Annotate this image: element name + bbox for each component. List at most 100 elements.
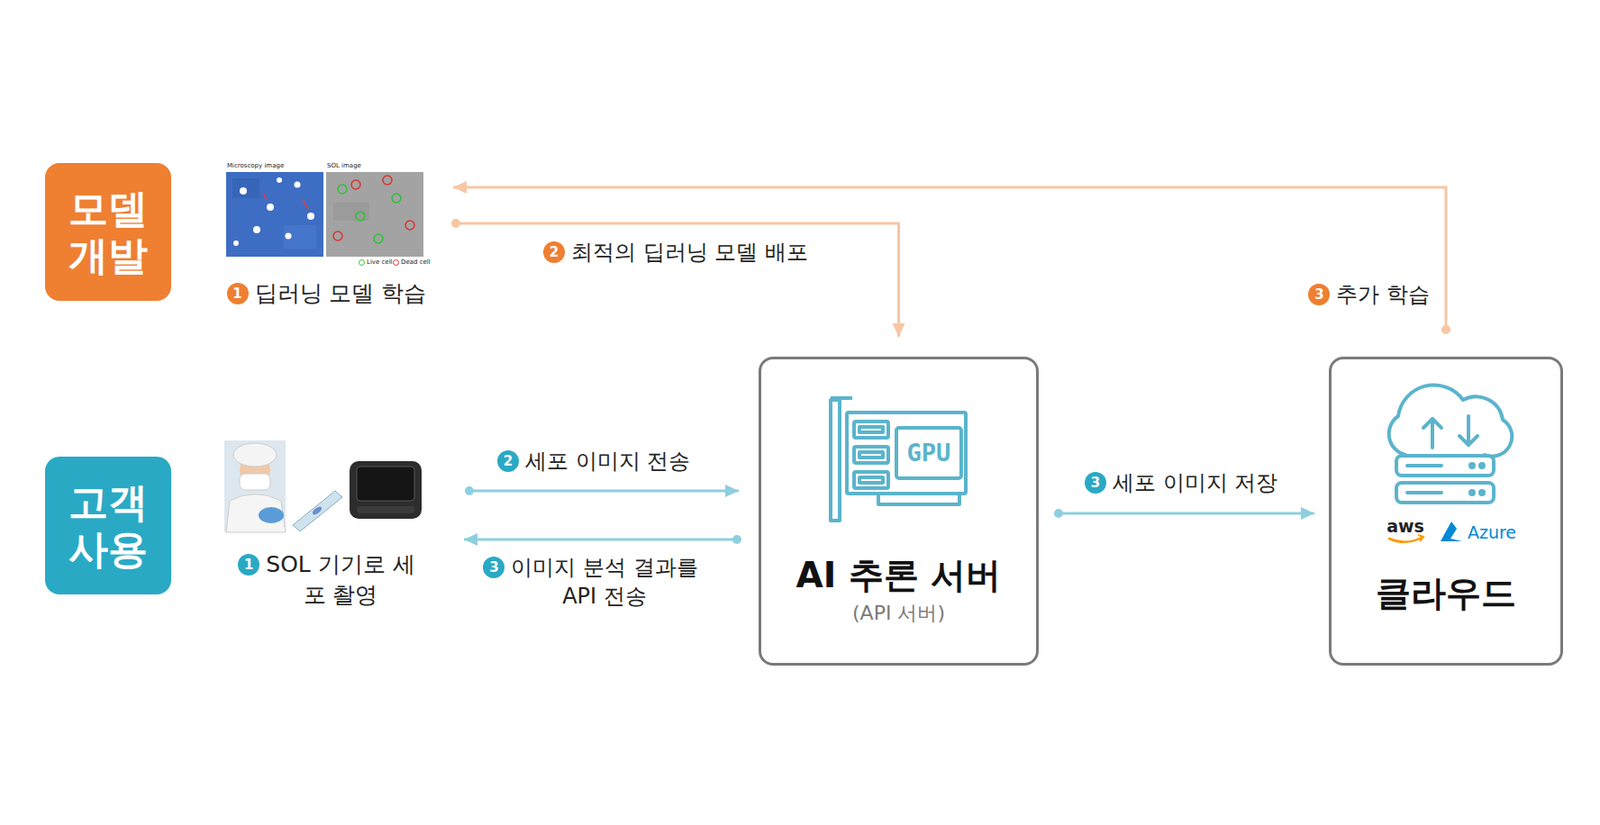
connector bbox=[463, 535, 742, 545]
cloud-icon bbox=[1466, 416, 1471, 446]
connector-line bbox=[453, 187, 1446, 330]
microscopy-image bbox=[285, 233, 292, 240]
node-text: SOL 기기로 세포 촬영 bbox=[263, 549, 418, 611]
gpu-card-icon bbox=[859, 427, 883, 433]
microscopy-image bbox=[253, 226, 261, 234]
sol-device bbox=[349, 461, 422, 519]
vendor-logos bbox=[1418, 535, 1424, 542]
callout-number: 2 bbox=[497, 450, 519, 473]
legend-item: Live cell bbox=[358, 258, 393, 267]
legend-item: Dead cell bbox=[392, 258, 431, 267]
section-tag: 모델 개발 bbox=[45, 163, 172, 301]
cloud-icon bbox=[1423, 418, 1442, 428]
sol-image bbox=[351, 180, 361, 190]
illustration-node: 딥러닝 모델 학습 bbox=[216, 158, 442, 314]
customer-photo bbox=[233, 443, 277, 467]
edge-label: 이미지 분석 결과를 API 전송 bbox=[489, 553, 720, 611]
connector-start-dot bbox=[732, 535, 742, 545]
edge-label: 세포 이미지 전송 bbox=[522, 446, 693, 476]
cloud-icon bbox=[1396, 482, 1494, 503]
microscopy-image bbox=[294, 181, 301, 189]
image-title: SOL image bbox=[327, 163, 362, 171]
cloud-icon bbox=[1389, 384, 1513, 503]
gpu-card-icon bbox=[846, 412, 966, 494]
cloud-icon bbox=[1470, 463, 1474, 468]
legend-text: Live cell bbox=[366, 258, 393, 267]
cloud-icon bbox=[1470, 490, 1474, 495]
connector-line bbox=[469, 490, 739, 493]
node-text: 모델 개발 bbox=[57, 185, 159, 280]
logo-text: Azure bbox=[1467, 523, 1517, 543]
callout-number: 2 bbox=[543, 241, 565, 264]
cloud-icon bbox=[1407, 490, 1442, 495]
connector bbox=[1054, 509, 1315, 519]
server-box: AI 추론 서버(API 서버) bbox=[758, 356, 1039, 666]
customer-photo bbox=[258, 507, 284, 524]
connector-line bbox=[463, 538, 737, 542]
sol-image bbox=[326, 172, 424, 257]
node-text: 클라우드 bbox=[1375, 572, 1517, 615]
logo-text: aws bbox=[1386, 517, 1425, 537]
cloud-icon bbox=[1459, 436, 1478, 446]
cloud-icon bbox=[1430, 418, 1435, 448]
edge-label: 세포 이미지 저장 bbox=[1109, 468, 1281, 498]
sol-image bbox=[373, 234, 383, 244]
sol-device bbox=[356, 506, 415, 514]
microscopy-image bbox=[226, 172, 324, 257]
edge-label: 최적의 딥러닝 모델 배포 bbox=[568, 237, 811, 267]
connector-start-dot bbox=[464, 486, 474, 496]
callout-number: 3 bbox=[1308, 283, 1330, 306]
connector-start-dot bbox=[1054, 509, 1064, 519]
cloud-icon bbox=[1389, 384, 1513, 456]
connector-start-dot bbox=[1441, 325, 1451, 335]
gpu-card-icon bbox=[854, 421, 889, 438]
sol-image bbox=[355, 211, 365, 221]
gpu-card-icon bbox=[854, 472, 889, 489]
node-text: 딥러닝 모델 학습 bbox=[254, 279, 428, 309]
connector-line bbox=[1058, 512, 1315, 516]
glass-slide bbox=[292, 490, 343, 532]
sol-device bbox=[356, 466, 415, 501]
legend-swatch bbox=[358, 259, 365, 266]
microscopy-image bbox=[276, 177, 282, 183]
sol-image bbox=[391, 193, 401, 203]
callout-number: 1 bbox=[237, 554, 260, 576]
glass-slide bbox=[310, 505, 323, 517]
cloud-icon bbox=[1480, 463, 1484, 468]
customer-photo bbox=[224, 440, 286, 533]
image-title: Microscopy image bbox=[227, 163, 284, 171]
gpu-card-icon bbox=[854, 446, 889, 464]
cloud-icon bbox=[1407, 463, 1442, 468]
cloud-icon bbox=[1396, 455, 1494, 476]
microscopy-image bbox=[302, 200, 309, 210]
gpu-card-icon bbox=[830, 398, 966, 521]
cloud-box: 클라우드 bbox=[1328, 356, 1564, 666]
connector-line bbox=[455, 223, 900, 337]
sol-image bbox=[337, 184, 347, 194]
microscopy-image bbox=[263, 192, 267, 200]
microscopy-image bbox=[233, 240, 239, 246]
chip-text: GPU bbox=[907, 439, 952, 467]
gpu-card-icon bbox=[859, 452, 883, 458]
callout-number: 3 bbox=[1084, 472, 1107, 494]
gpu-card-icon bbox=[878, 493, 960, 505]
microscopy-image bbox=[266, 203, 274, 211]
section-tag: 고객 사용 bbox=[45, 456, 172, 595]
sol-image bbox=[333, 202, 370, 221]
legend-swatch bbox=[392, 259, 400, 266]
gpu-card-icon bbox=[859, 477, 883, 483]
edge-label: 추가 학습 bbox=[1333, 280, 1433, 310]
sol-image bbox=[382, 175, 392, 185]
customer-photo bbox=[226, 494, 286, 534]
microscopy-image bbox=[239, 187, 247, 195]
vendor-logos bbox=[1440, 521, 1463, 542]
vendor-logos bbox=[1389, 537, 1422, 543]
sol-image bbox=[326, 172, 424, 257]
sol-image bbox=[405, 220, 415, 230]
connector bbox=[464, 486, 739, 496]
node-text: AI 추론 서버 bbox=[796, 554, 1002, 597]
